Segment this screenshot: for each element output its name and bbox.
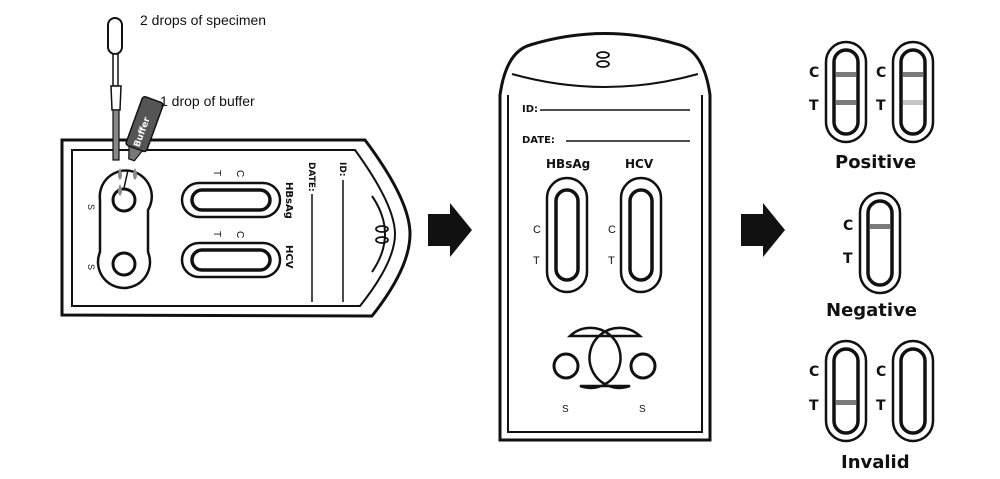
- pos1-t-label: T: [809, 98, 819, 114]
- step2-c-label-1: C: [533, 224, 541, 236]
- step2-cassette-body: [498, 32, 712, 442]
- step1-id-label: ID:: [337, 162, 347, 176]
- step2-cassette-group: ID: DATE: HBsAg HCV C T C T S S: [498, 32, 712, 442]
- step1-hole-bottom: [375, 236, 389, 244]
- step2-date-label: DATE:: [522, 135, 555, 146]
- negative-strip: [866, 199, 894, 287]
- invalid-strip-2: [899, 347, 927, 435]
- step2-sample-well-2: [629, 352, 657, 380]
- step2-t-label-1: T: [533, 255, 540, 267]
- step1-sample-well-2: [111, 251, 137, 277]
- step1-well-frame: [96, 169, 153, 290]
- pos2-t-label: T: [876, 98, 886, 114]
- step1-strip-hcv: [190, 248, 272, 272]
- step2-well-frame: [566, 326, 644, 390]
- step1-drop-guide: [123, 169, 129, 189]
- step2-c-label-2: C: [608, 224, 616, 236]
- step1-sample-well-1: [111, 187, 137, 213]
- pos2-c-label: C: [876, 65, 886, 81]
- step2-s-label-2: S: [639, 404, 646, 415]
- step2-test1-name: HBsAg: [546, 157, 590, 171]
- step1-cassette-group: S S T C T C HBsAg HCV DATE: ID:: [60, 12, 412, 318]
- step1-t-label-1: T: [211, 170, 222, 176]
- negative-label: Negative: [826, 300, 917, 321]
- step2-t-label-2: T: [608, 255, 615, 267]
- positive-label: Positive: [835, 152, 916, 173]
- invalid-strip-1: [832, 347, 860, 435]
- step1-date-label: DATE:: [306, 162, 316, 192]
- invalid-label: Invalid: [841, 452, 910, 473]
- step2-hole-top: [596, 51, 610, 59]
- positive-1-test-line: [836, 100, 856, 105]
- step1-grip: [371, 195, 386, 273]
- step1-hole-top: [375, 225, 389, 233]
- buffer-label: 1 drop of buffer: [160, 93, 255, 109]
- inv1-c-label: C: [809, 364, 819, 380]
- step1-cassette-inner: [71, 149, 397, 307]
- invalid-1-test-line: [836, 400, 856, 405]
- step2-grip: [511, 73, 699, 88]
- step2-cassette-inner: [507, 95, 703, 433]
- specimen-label: 2 drops of specimen: [140, 12, 266, 28]
- step1-strip-hbsag: [190, 188, 272, 212]
- negative-control-line: [870, 224, 890, 229]
- step1-drop-2: [118, 184, 122, 196]
- step1-s-label-1: S: [86, 204, 96, 210]
- positive-2-control-line: [903, 72, 923, 77]
- step2-strip-hcv: [628, 188, 654, 282]
- inv2-c-label: C: [876, 364, 886, 380]
- positive-strip-1: [832, 48, 860, 136]
- step1-test2-name: HCV: [283, 245, 294, 269]
- neg-t-label: T: [843, 251, 853, 267]
- step2-id-label: ID:: [522, 104, 538, 115]
- step1-drop-1: [118, 168, 122, 180]
- step1-test1-name: HBsAg: [283, 182, 294, 219]
- step2-strip-hbsag: [554, 188, 580, 282]
- step2-s-label-1: S: [562, 404, 569, 415]
- positive-strip-2: [899, 48, 927, 136]
- dropper-icon: [107, 17, 123, 161]
- positive-2-test-line: [903, 100, 923, 105]
- step2-hole-bottom: [596, 60, 610, 68]
- pos1-c-label: C: [809, 65, 819, 81]
- buffer-bottle-icon: Buffer: [125, 96, 164, 162]
- neg-c-label: C: [843, 218, 853, 234]
- step2-test2-name: HCV: [625, 157, 654, 171]
- step1-drop-3: [133, 168, 137, 180]
- results-group: C T C T Positive C T Negative C T C T In…: [809, 40, 935, 473]
- step1-c-label-1: C: [234, 170, 245, 177]
- inv2-t-label: T: [876, 398, 886, 414]
- step2-sample-well-1: [552, 352, 580, 380]
- inv1-t-label: T: [809, 398, 819, 414]
- step1-s-label-2: S: [86, 264, 96, 270]
- arrow-right-icon-2: [741, 203, 785, 257]
- positive-1-control-line: [836, 72, 856, 77]
- arrow-right-icon-1: [428, 203, 472, 257]
- step1-c-label-2: C: [234, 231, 245, 238]
- step1-t-label-2: T: [211, 231, 222, 237]
